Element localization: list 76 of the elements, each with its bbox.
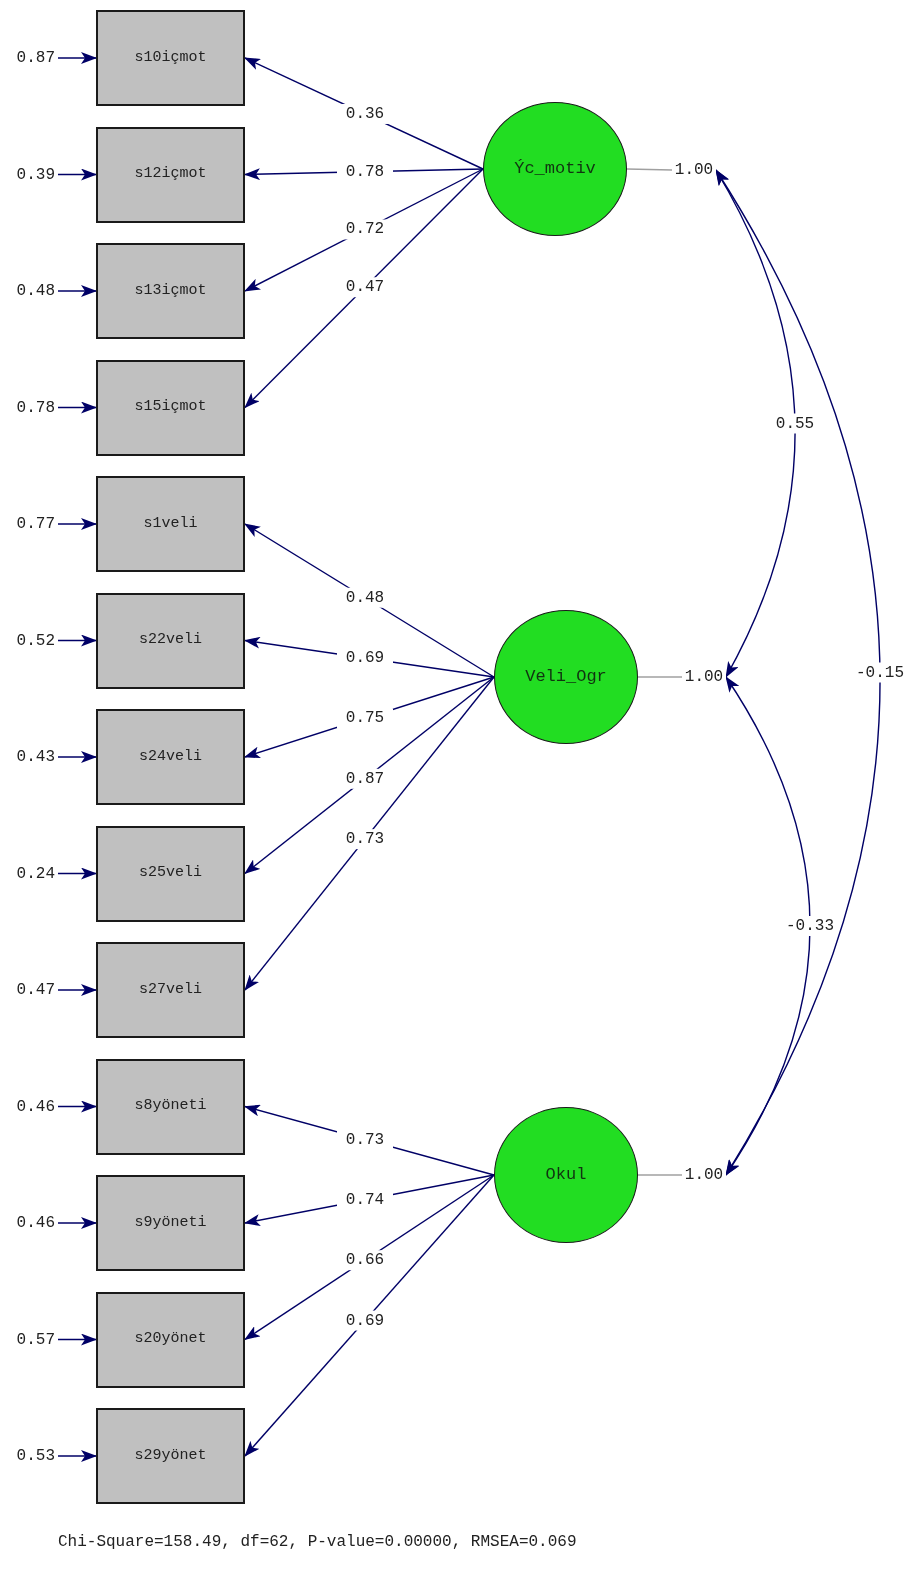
edge-label: 0.48 xyxy=(15,282,56,300)
edge-label: 0.66 xyxy=(344,1251,386,1270)
edge-label: 0.87 xyxy=(15,49,56,67)
observed-variable-box: s8yöneti xyxy=(96,1058,245,1155)
observed-variable-box: s12içmot xyxy=(96,126,245,223)
loading-arrow xyxy=(244,1174,495,1457)
error-arrow xyxy=(57,867,97,880)
loading-arrow xyxy=(244,168,484,292)
observed-variable-box: s22veli xyxy=(96,592,245,689)
observed-variable-box: s29yönet xyxy=(96,1408,245,1504)
loading-arrow xyxy=(244,1174,495,1341)
latent-factor-ellipse: Ýc_motiv xyxy=(483,102,627,236)
loading-arrow xyxy=(244,1104,495,1176)
edge-label: 0.69 xyxy=(344,649,386,668)
edge-label: 0.48 xyxy=(344,588,386,607)
edge-label: 0.47 xyxy=(15,981,56,999)
edge-label: 0.24 xyxy=(15,864,56,883)
error-arrow xyxy=(57,1333,97,1346)
loading-arrow xyxy=(244,676,495,991)
edge-label: 0.57 xyxy=(15,1330,56,1349)
connector-line xyxy=(626,168,673,171)
error-arrow xyxy=(57,1450,97,1462)
edge-label: 0.78 xyxy=(344,162,386,181)
error-arrow xyxy=(57,52,97,64)
edge-label: 0.36 xyxy=(344,104,386,123)
loading-arrow xyxy=(244,676,495,875)
error-arrow xyxy=(57,984,97,996)
latent-factor-ellipse: Okul xyxy=(494,1107,638,1243)
edge-label: 0.55 xyxy=(774,414,816,433)
error-arrow xyxy=(57,285,97,297)
edge-label: 0.72 xyxy=(344,220,386,239)
fit-statistics-caption: Chi-Square=158.49, df=62, P-value=0.00000, RMSEA=0.069 xyxy=(58,1532,577,1553)
edge-label: -0.33 xyxy=(785,917,835,935)
edge-label: -0.15 xyxy=(855,663,905,682)
loading-arrow xyxy=(244,1174,495,1227)
edge-label: 0.46 xyxy=(15,1097,56,1116)
loading-arrow xyxy=(244,168,484,409)
observed-variable-box: s10içmot xyxy=(96,10,245,106)
error-arrow xyxy=(57,168,97,181)
edge-label: 0.39 xyxy=(15,165,56,184)
edge-label: 0.46 xyxy=(15,1214,56,1232)
connector-line xyxy=(637,676,683,678)
loading-arrow xyxy=(244,523,495,678)
observed-variable-box: s1veli xyxy=(96,476,245,572)
error-arrow xyxy=(57,634,97,647)
observed-variable-box: s9yöneti xyxy=(96,1175,245,1271)
latent-factor-ellipse: Veli_Ogr xyxy=(494,610,638,744)
observed-variable-box: s15içmot xyxy=(96,359,245,456)
loading-arrow xyxy=(244,636,495,678)
covariance-arrow xyxy=(725,676,811,1176)
loading-arrow xyxy=(244,676,495,759)
error-arrow xyxy=(57,401,97,414)
edge-label: 0.52 xyxy=(15,631,56,650)
error-arrow xyxy=(57,1100,97,1113)
observed-variable-box: s25veli xyxy=(96,825,245,922)
edge-label: 0.73 xyxy=(344,830,386,849)
edge-label: 0.87 xyxy=(344,769,386,788)
observed-variable-box: s13içmot xyxy=(96,243,245,339)
loading-arrow xyxy=(244,168,484,181)
edge-label: 0.47 xyxy=(344,278,386,297)
loading-arrow xyxy=(244,57,484,170)
edge-label: 0.75 xyxy=(344,709,386,728)
error-arrow xyxy=(57,751,97,763)
edge-label: 0.73 xyxy=(344,1130,386,1149)
observed-variable-box: s24veli xyxy=(96,709,245,805)
error-arrow xyxy=(57,1217,97,1229)
edge-label: 0.43 xyxy=(15,748,56,766)
error-arrow xyxy=(57,518,97,530)
connector-line xyxy=(637,1174,683,1176)
observed-variable-box: s27veli xyxy=(96,942,245,1038)
observed-variable-box: s20yönet xyxy=(96,1291,245,1388)
edge-label: 0.53 xyxy=(15,1447,56,1465)
edge-label: 0.78 xyxy=(15,398,56,417)
edge-label: 0.69 xyxy=(344,1311,386,1330)
edge-label: 0.77 xyxy=(15,515,56,533)
edge-label: 0.74 xyxy=(344,1190,386,1209)
